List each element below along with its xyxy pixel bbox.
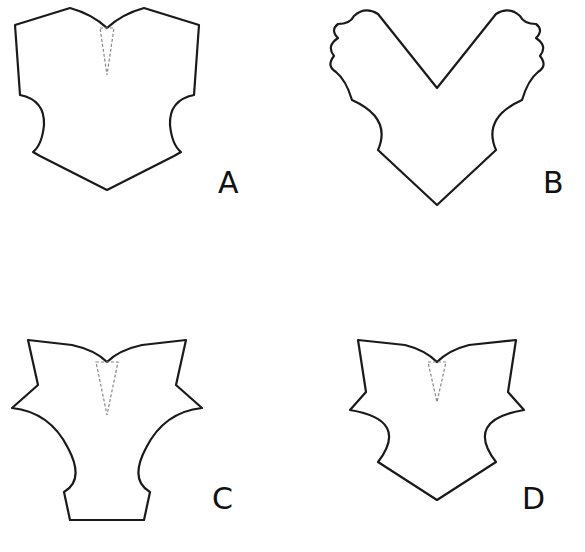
figure-letter: C bbox=[212, 484, 233, 514]
shape-outline bbox=[12, 340, 202, 520]
figure-letter: D bbox=[522, 484, 545, 514]
dashed-wedge bbox=[100, 28, 114, 75]
figure-letter: B bbox=[543, 168, 564, 198]
shape-outline bbox=[330, 10, 543, 205]
dashed-wedge bbox=[428, 362, 446, 402]
shape-outline bbox=[350, 340, 524, 500]
dashed-wedge bbox=[96, 362, 118, 415]
figure-letter: A bbox=[218, 168, 239, 198]
shape-outline bbox=[15, 8, 199, 190]
